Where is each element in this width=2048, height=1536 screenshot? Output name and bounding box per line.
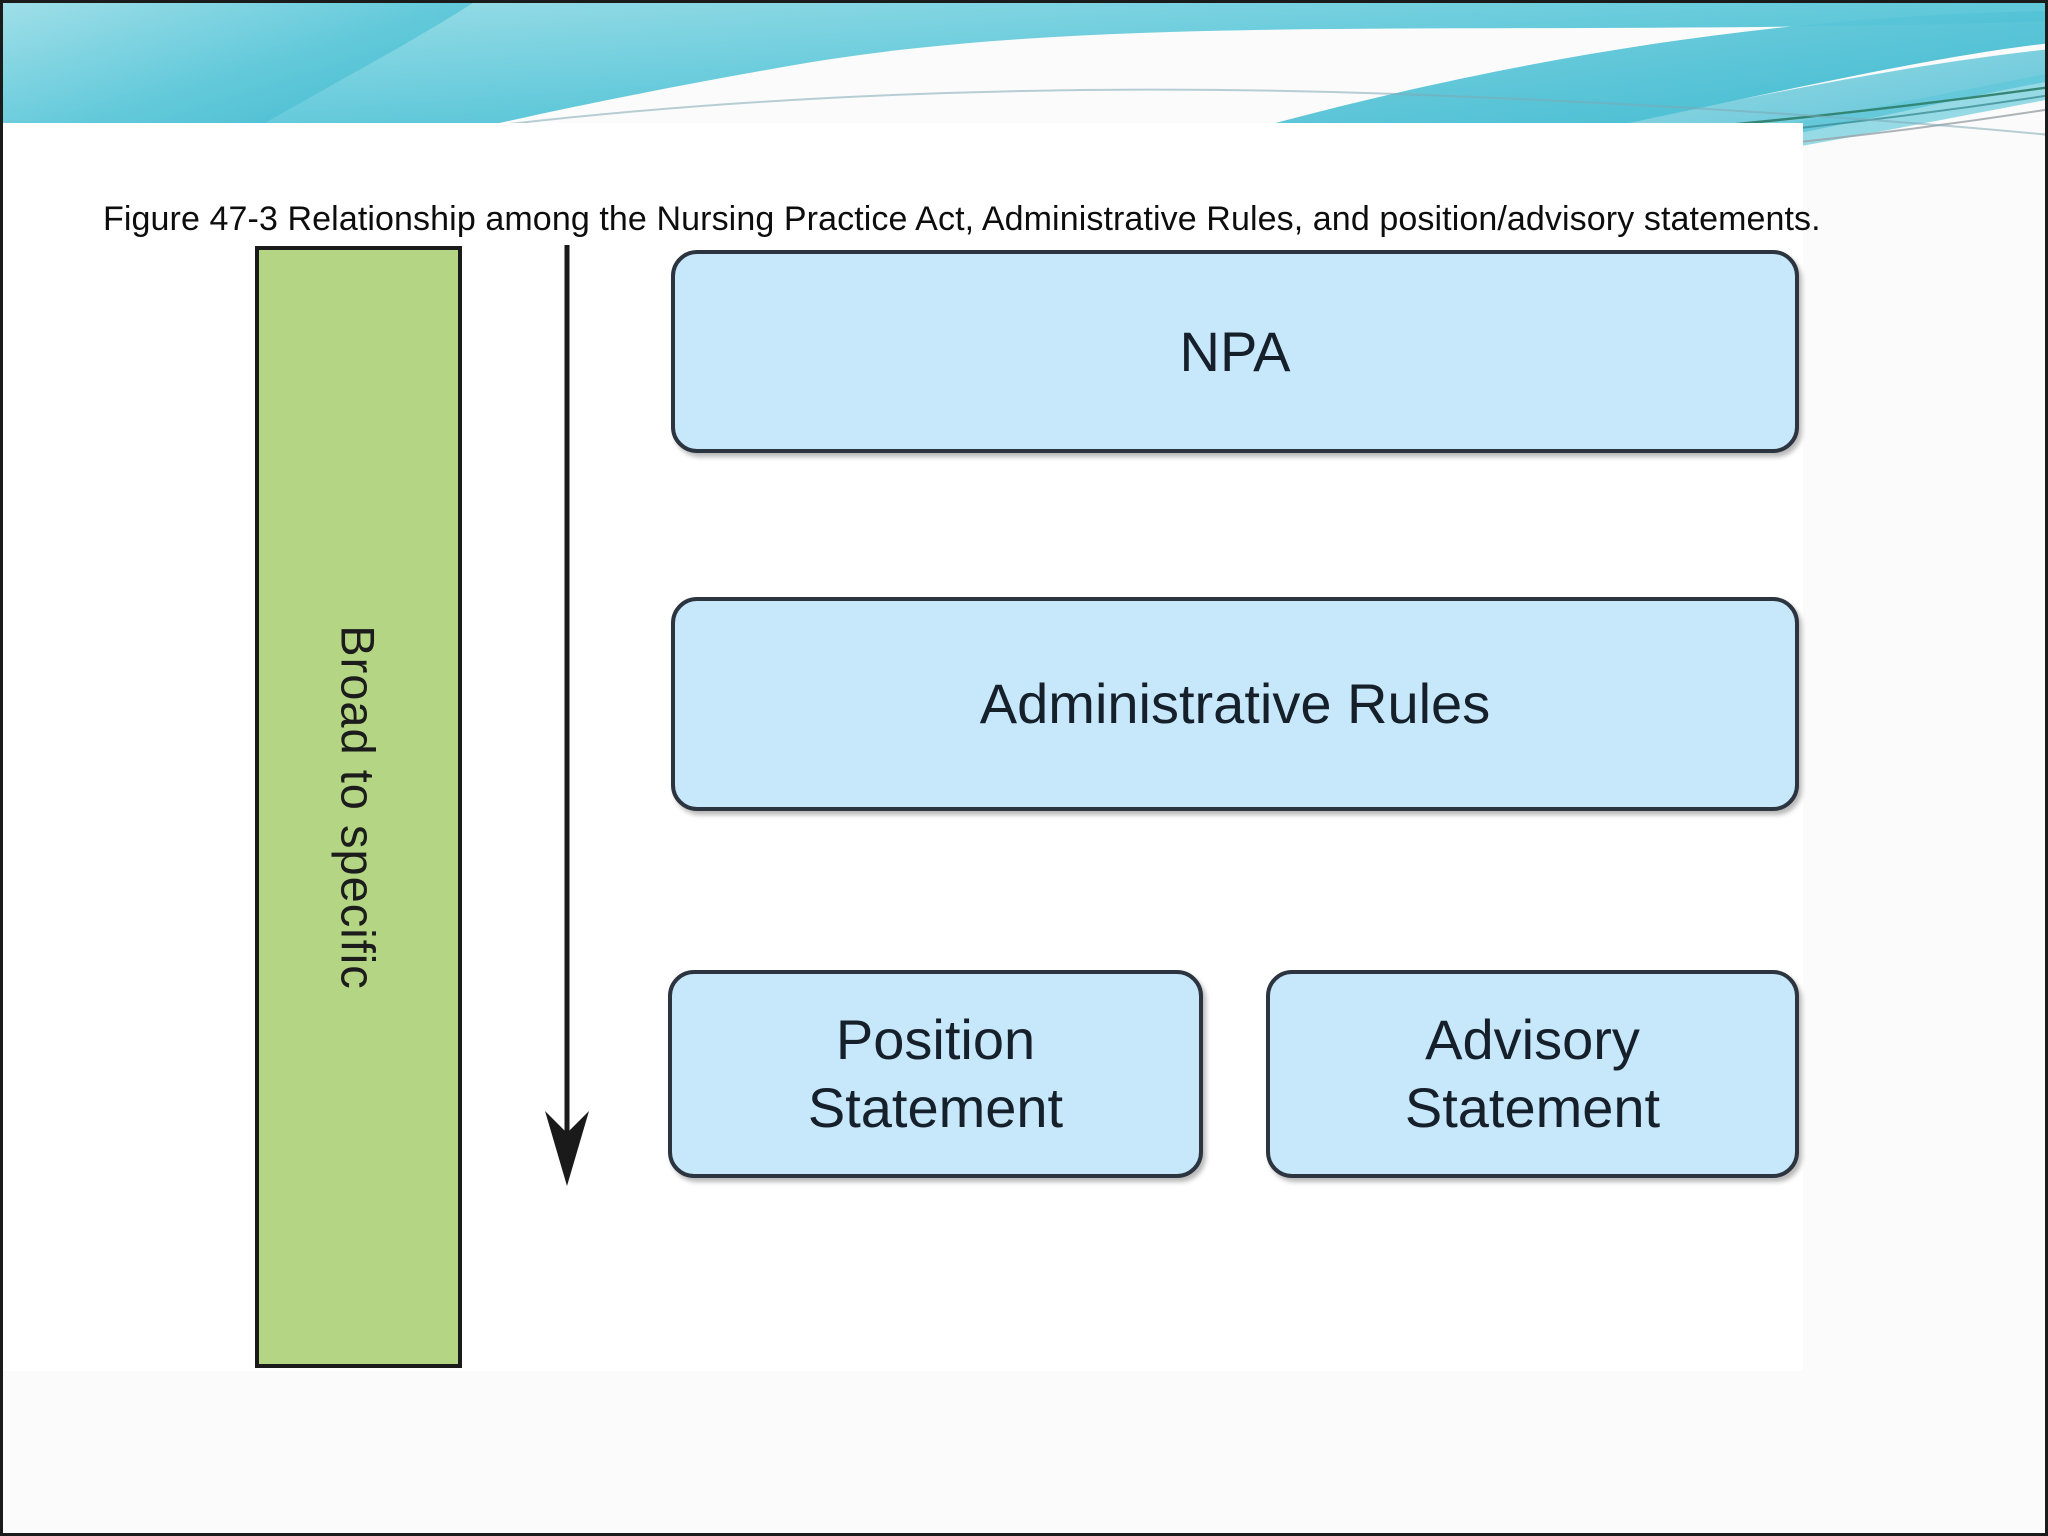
position-statement-box[interactable]: Position Statement: [668, 970, 1203, 1178]
downward-arrow: [523, 241, 613, 1201]
position-statement-box-label: Position Statement: [807, 1008, 1064, 1139]
broad-to-specific-label: Broad to specific: [332, 624, 386, 990]
npa-box[interactable]: NPA: [671, 250, 1799, 453]
administrative-rules-box-label: Administrative Rules: [979, 672, 1491, 735]
advisory-statement-box-label: Advisory Statement: [1404, 1008, 1661, 1139]
advisory-statement-box[interactable]: Advisory Statement: [1266, 970, 1799, 1178]
administrative-rules-box[interactable]: Administrative Rules: [671, 597, 1799, 811]
npa-box-label: NPA: [1179, 319, 1291, 383]
figure-caption: Figure 47-3 Relationship among the Nursi…: [103, 200, 1821, 238]
broad-to-specific-bar: Broad to specific: [255, 246, 462, 1368]
downward-arrow-icon: [545, 245, 589, 1186]
